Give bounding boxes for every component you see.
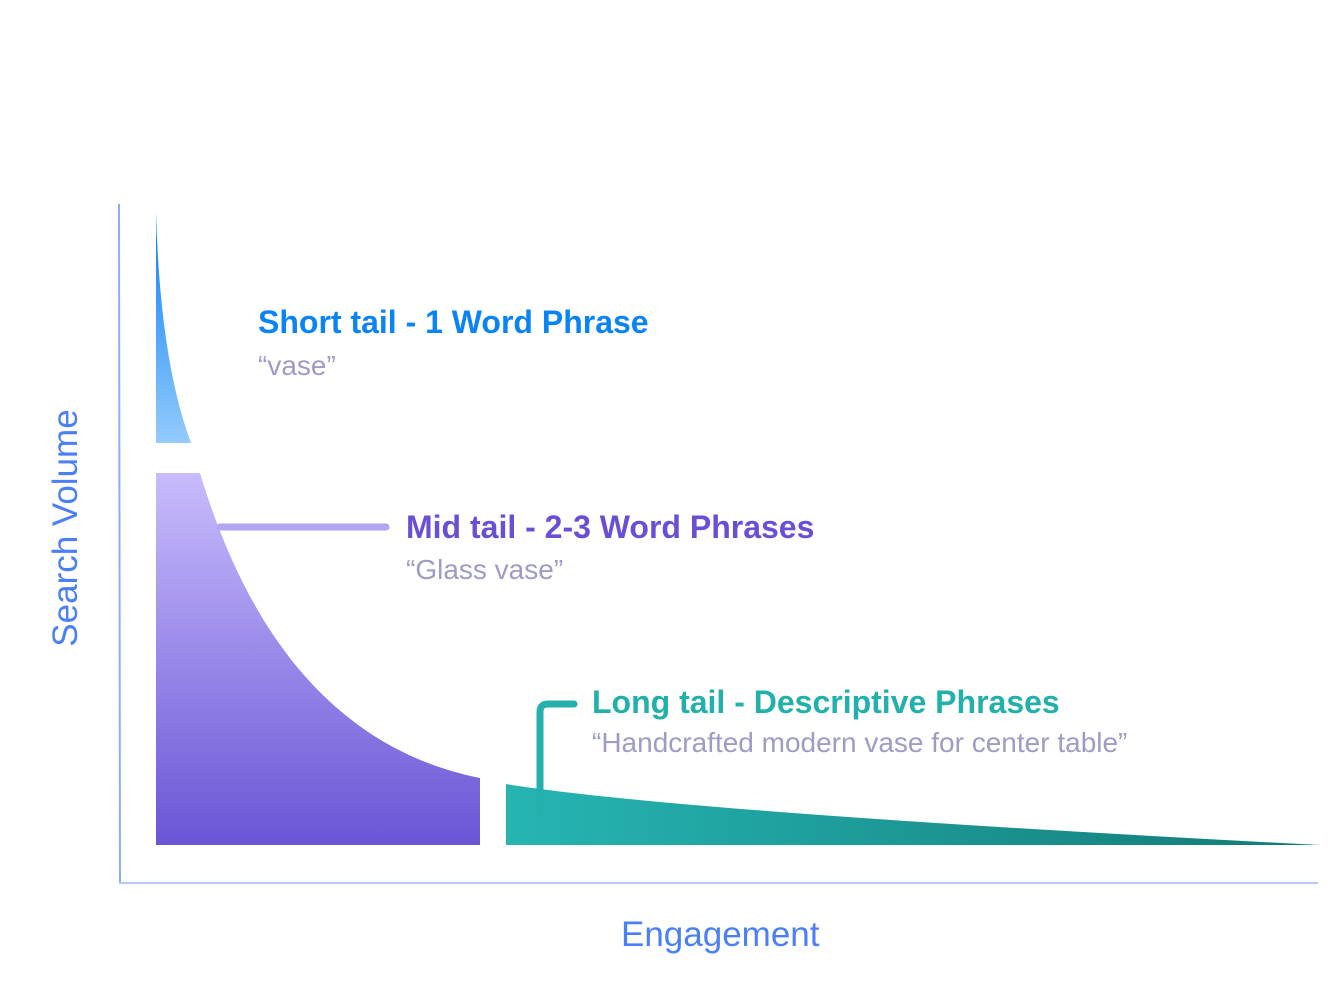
short-tail-area bbox=[156, 212, 191, 443]
x-axis-label: Engagement bbox=[621, 915, 820, 954]
y-axis-label: Search Volume bbox=[46, 409, 85, 647]
short-tail-example: “vase” bbox=[258, 350, 336, 381]
long-tail-area bbox=[506, 784, 1320, 845]
long-tail-title: Long tail - Descriptive Phrases bbox=[592, 684, 1060, 720]
short-tail-title: Short tail - 1 Word Phrase bbox=[258, 304, 649, 340]
mid-tail-example: “Glass vase” bbox=[406, 554, 564, 585]
long-tail-example: “Handcrafted modern vase for center tabl… bbox=[592, 727, 1128, 758]
long-tail-connector bbox=[536, 700, 578, 816]
y-axis bbox=[118, 203, 121, 884]
mid-tail-area bbox=[156, 473, 480, 845]
mid-tail-title: Mid tail - 2-3 Word Phrases bbox=[406, 509, 815, 545]
